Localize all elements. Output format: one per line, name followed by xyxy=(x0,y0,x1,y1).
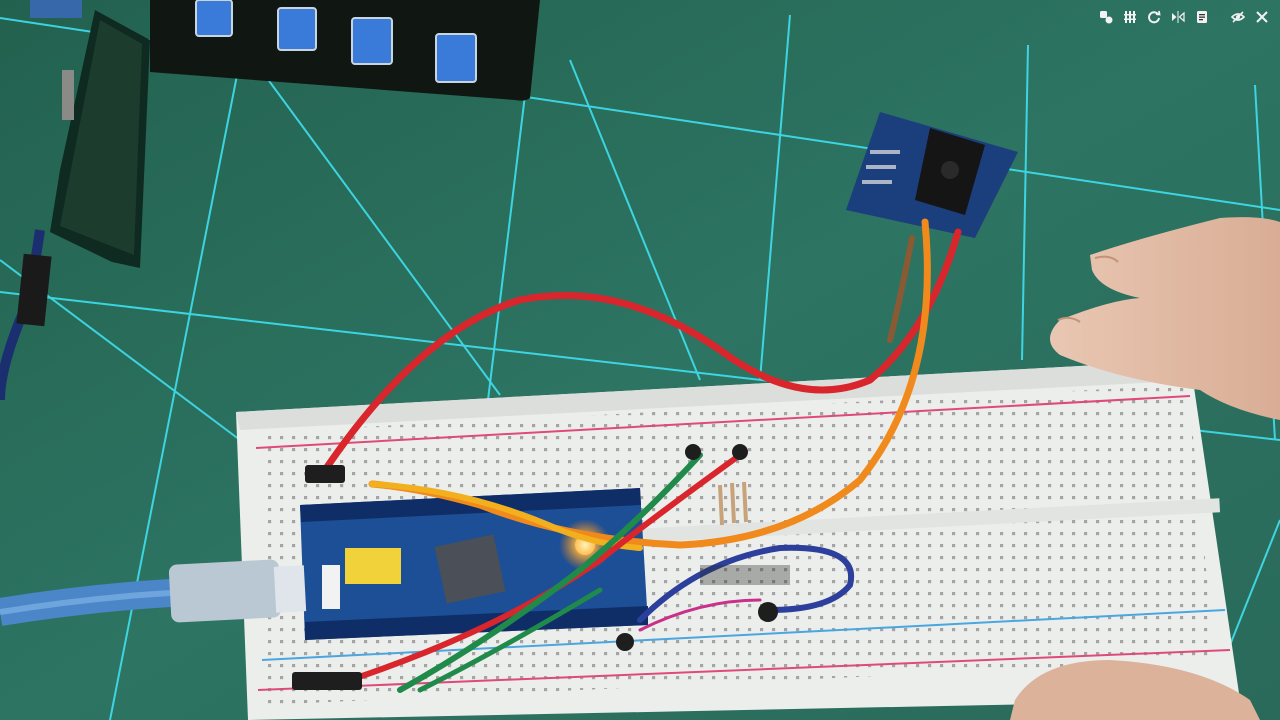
finger-bottom xyxy=(1010,660,1260,720)
wire-magenta xyxy=(638,598,762,632)
wire-orange xyxy=(368,218,931,549)
wire-red-long xyxy=(321,228,962,474)
close-icon[interactable] xyxy=(1250,5,1274,29)
shapes-icon[interactable] xyxy=(1094,5,1118,29)
wire-green-2 xyxy=(417,587,603,693)
usb-cable xyxy=(0,559,307,626)
wire-red-low xyxy=(347,452,743,683)
hand-right xyxy=(1050,217,1280,420)
left-cable-plug xyxy=(16,253,52,327)
eye-off-icon[interactable] xyxy=(1226,5,1250,29)
microcontroller-chip xyxy=(434,534,506,604)
grid-dots-icon[interactable] xyxy=(1118,5,1142,29)
wire-blue xyxy=(637,544,855,623)
resistors xyxy=(718,481,748,526)
mirror-icon[interactable] xyxy=(1166,5,1190,29)
wire-green xyxy=(397,452,703,693)
wire-brown xyxy=(887,235,915,343)
left-pcb xyxy=(50,10,150,268)
refresh-icon[interactable] xyxy=(1142,5,1166,29)
jumper-wires xyxy=(321,218,962,693)
player-toolbar xyxy=(1094,4,1274,30)
small-component xyxy=(700,565,790,585)
wire-connectors xyxy=(292,444,778,690)
document-icon[interactable] xyxy=(1190,5,1214,29)
usb-hub xyxy=(30,0,540,101)
sensor-module xyxy=(846,112,1018,238)
